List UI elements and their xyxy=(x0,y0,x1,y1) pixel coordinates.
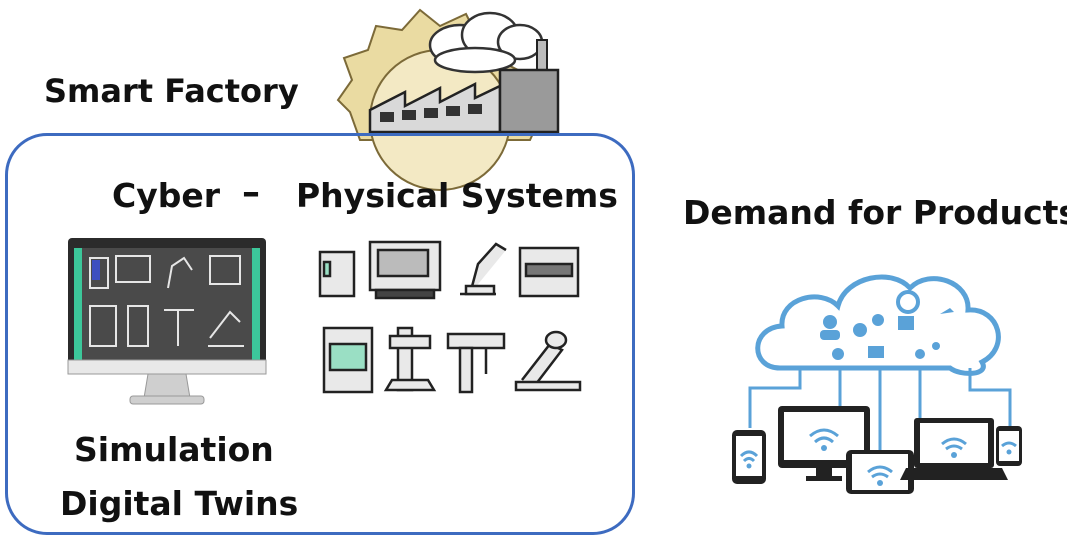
smart-factory-title: Smart Factory xyxy=(44,72,299,110)
drill-press-icon xyxy=(383,326,437,392)
factory-gear-icon xyxy=(336,8,560,191)
smart-factory-box xyxy=(5,133,635,535)
cps-physical-label: Physical Systems xyxy=(296,176,618,215)
vertical-mill-icon xyxy=(446,332,506,394)
digital-twins-label: Digital Twins xyxy=(60,484,299,523)
cps-separator: – xyxy=(242,172,260,213)
cloud-services-icon xyxy=(732,274,1022,494)
welding-arm-icon xyxy=(514,330,582,392)
simulation-label: Simulation xyxy=(74,430,274,469)
cnc-machine-icon xyxy=(368,240,442,300)
cps-cyber-label: Cyber xyxy=(112,176,221,215)
3d-printer-icon xyxy=(322,326,374,394)
tablet-icon xyxy=(846,450,914,494)
robot-arm-icon xyxy=(460,242,507,296)
machines-grid xyxy=(318,240,582,394)
press-machine-icon xyxy=(518,246,580,298)
laptop-icon xyxy=(900,418,1008,480)
refrigerator-unit-icon xyxy=(318,250,356,298)
monitor-digital-twin-icon xyxy=(67,238,267,405)
demand-title: Demand for Products xyxy=(683,193,1067,232)
small-phone-icon xyxy=(996,426,1022,466)
